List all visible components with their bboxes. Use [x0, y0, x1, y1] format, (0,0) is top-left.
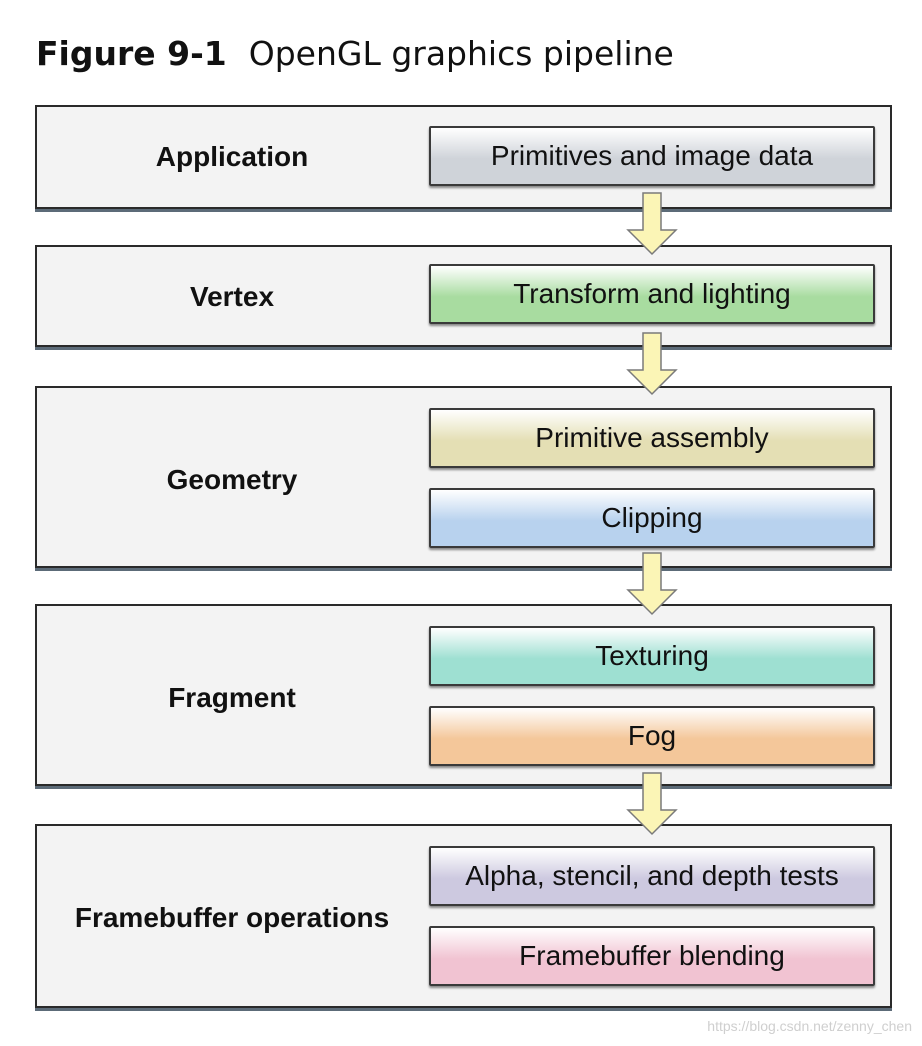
figure-title: Figure 9-1 OpenGL graphics pipeline — [36, 34, 674, 73]
stage-label: Framebuffer operations — [74, 902, 390, 933]
down-arrow-icon — [626, 552, 678, 616]
stage-label: Fragment — [168, 682, 296, 713]
op-framebuffer-blending: Framebuffer blending — [429, 926, 875, 986]
stage-label: Vertex — [189, 281, 275, 312]
down-arrow-icon — [626, 332, 678, 396]
stage-fragment: Fragment Texturing Fog — [35, 604, 892, 786]
figure-caption: OpenGL graphics pipeline — [248, 34, 674, 73]
down-arrow-icon — [626, 772, 678, 836]
stage-label: Application — [155, 141, 309, 172]
op-alpha-stencil-depth-tests: Alpha, stencil, and depth tests — [429, 846, 875, 906]
stage-application: Application Primitives and image data — [35, 105, 892, 209]
down-arrow-icon — [626, 192, 678, 256]
op-primitive-assembly: Primitive assembly — [429, 408, 875, 468]
watermark: https://blog.csdn.net/zenny_chen — [707, 1018, 912, 1034]
op-texturing: Texturing — [429, 626, 875, 686]
op-primitives-and-image-data: Primitives and image data — [429, 126, 875, 186]
stage-geometry: Geometry Primitive assembly Clipping — [35, 386, 892, 568]
stage-label: Geometry — [166, 464, 298, 495]
figure-number: Figure 9-1 — [36, 34, 227, 73]
op-transform-and-lighting: Transform and lighting — [429, 264, 875, 324]
stage-vertex: Vertex Transform and lighting — [35, 245, 892, 347]
stage-framebuffer-operations: Framebuffer operations Alpha, stencil, a… — [35, 824, 892, 1008]
op-clipping: Clipping — [429, 488, 875, 548]
op-fog: Fog — [429, 706, 875, 766]
